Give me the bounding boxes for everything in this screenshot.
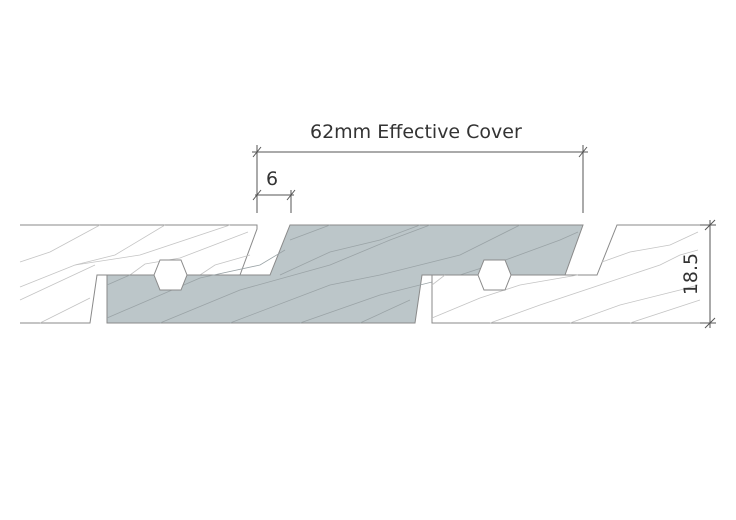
- gap-dimension-line: [252, 189, 296, 213]
- cover-dimension-label: 62mm Effective Cover: [310, 121, 522, 143]
- cover-dimension-line: [252, 145, 588, 213]
- gap-dimension-label: 6: [266, 168, 279, 190]
- highlighted-board: [106, 224, 584, 324]
- thickness-dimension-label: 18.5: [680, 252, 703, 296]
- fixing-hex-right: [477, 259, 512, 291]
- thickness-dimension-line: [700, 219, 716, 329]
- right-board: [431, 224, 701, 324]
- fixing-hex-left: [153, 259, 188, 291]
